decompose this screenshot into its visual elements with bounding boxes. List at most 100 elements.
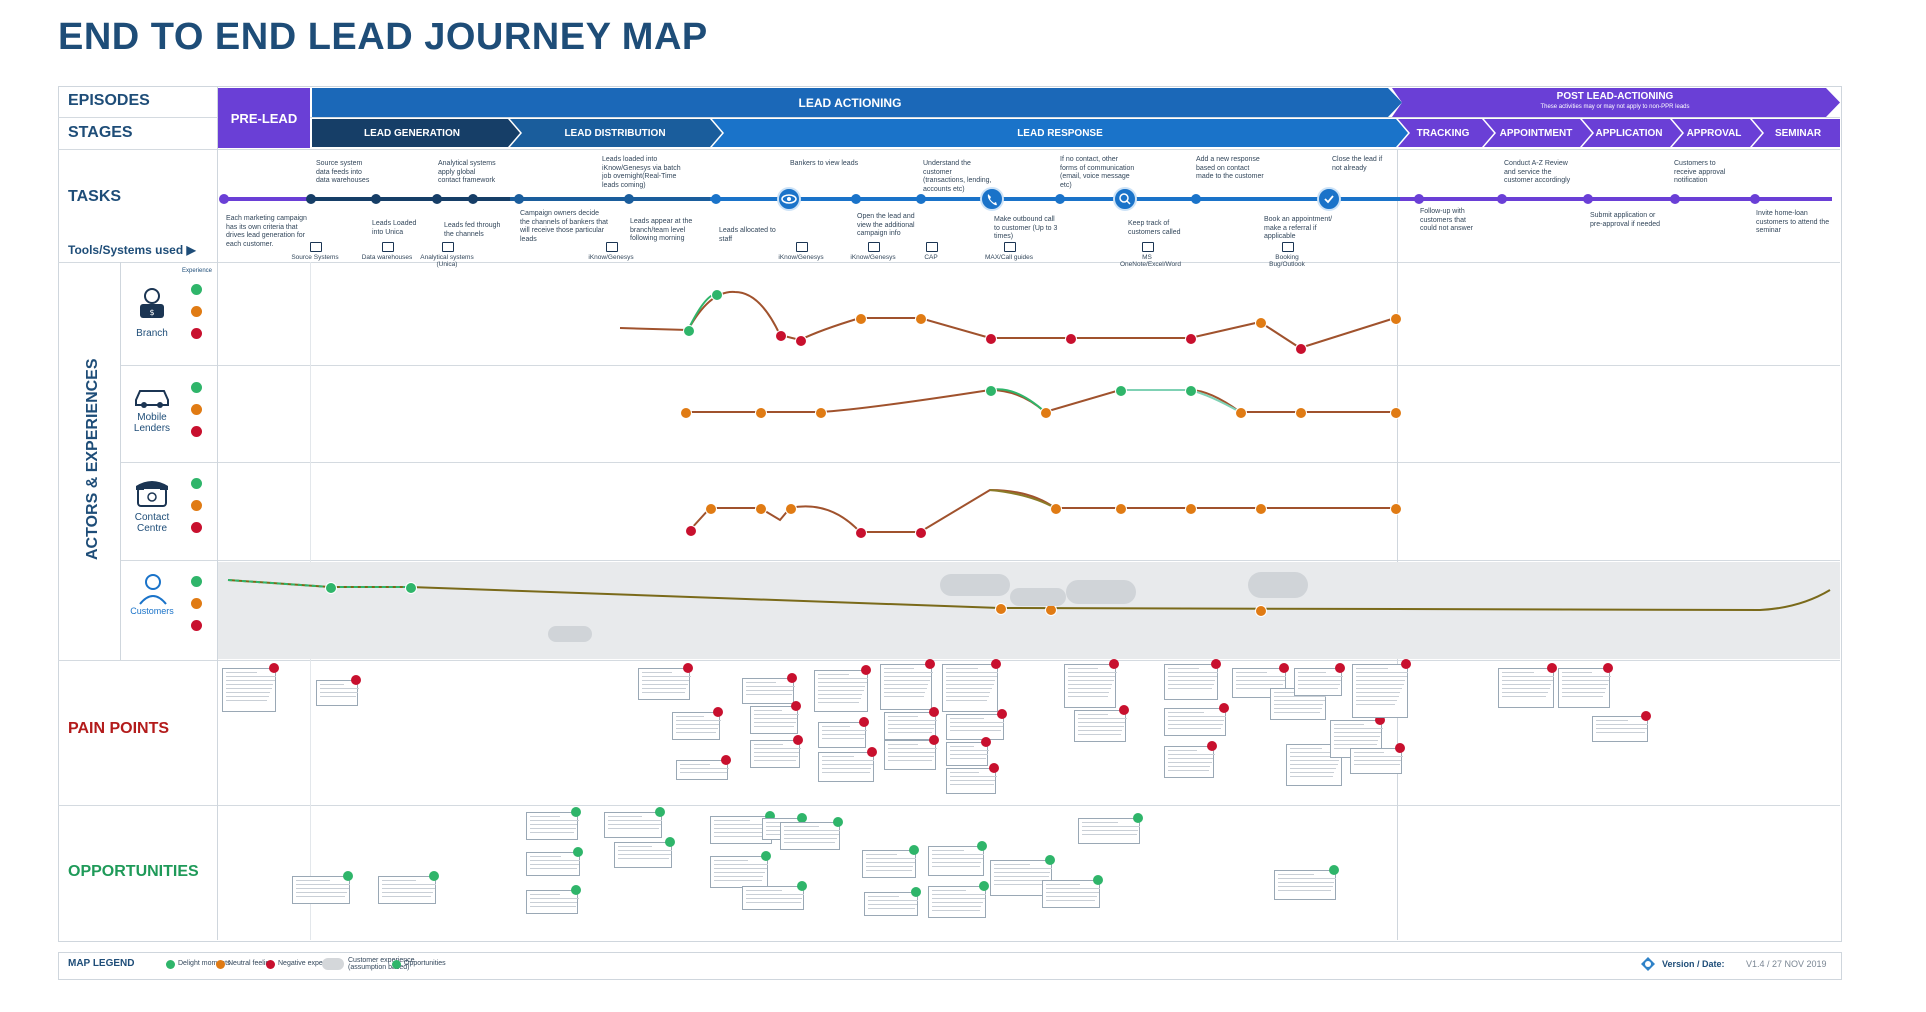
divider	[120, 462, 1840, 463]
pain-point-card	[1350, 748, 1403, 774]
delight-face-icon	[191, 576, 202, 587]
customer-experience-cloud	[1248, 572, 1308, 598]
experience-point	[705, 503, 717, 515]
computer-icon	[606, 242, 618, 252]
neutral-face-icon	[191, 404, 202, 415]
customer-experience-cloud	[940, 574, 1010, 596]
task-text: Keep track of customers called	[1128, 220, 1181, 236]
opportunity-badge	[1045, 855, 1055, 865]
cloud-icon	[322, 958, 344, 970]
pain-point-card	[750, 706, 799, 734]
experience-point	[1390, 503, 1402, 515]
opportunity-card	[928, 846, 985, 876]
stage-approval: APPROVAL	[1686, 127, 1742, 139]
opportunity-badge	[761, 851, 771, 861]
task-dot	[219, 194, 229, 204]
experience-point	[1390, 407, 1402, 419]
opportunity-card	[292, 876, 351, 904]
pain-point-badge	[1375, 715, 1385, 725]
opportunity-card	[990, 860, 1053, 896]
experience-label: Experience	[182, 268, 213, 274]
task-text: Make outbound call to customer (Up to 3 …	[994, 216, 1058, 240]
pain-point-badge	[991, 659, 1001, 669]
experience-point	[711, 289, 723, 301]
neutral-icon	[216, 960, 225, 969]
legend-delight: Delight moments	[178, 960, 231, 967]
actor-label-customers: Customers	[130, 606, 174, 616]
pain-point-badge	[989, 763, 999, 773]
opportunity-card	[1078, 818, 1141, 844]
row-label-tasks: TASKS	[68, 188, 122, 205]
legend-title: MAP LEGEND	[68, 958, 135, 969]
task-dot	[1583, 194, 1593, 204]
search-icon	[1113, 187, 1137, 211]
pain-point-card	[672, 712, 721, 740]
logo-icon	[1640, 956, 1656, 972]
task-dot	[306, 194, 316, 204]
pain-point-card	[1064, 664, 1117, 708]
opportunity-card	[604, 812, 663, 838]
pain-point-badge	[721, 755, 731, 765]
task-text: Each marketing campaign has its own crit…	[226, 215, 307, 248]
episode-post-lead-shape	[1392, 88, 1840, 117]
experience-point	[1185, 385, 1197, 397]
task-text: Leads appear at the branch/team level fo…	[630, 218, 693, 242]
computer-icon	[382, 242, 394, 252]
divider	[58, 262, 1840, 263]
pain-point-card	[946, 768, 997, 794]
opportunity-card	[526, 852, 581, 876]
experience-point	[985, 385, 997, 397]
experience-point	[1255, 605, 1267, 617]
stage-seminar: SEMINAR	[1774, 127, 1822, 139]
pain-point-card	[1592, 716, 1649, 742]
version-value: V1.4 / 27 NOV 2019	[1746, 959, 1827, 969]
opportunity-card	[526, 890, 579, 914]
pain-point-badge	[1119, 705, 1129, 715]
neutral-face-icon	[191, 500, 202, 511]
task-dot	[371, 194, 381, 204]
checkmark-icon	[1317, 187, 1341, 211]
experience-point	[1115, 503, 1127, 515]
computer-icon	[926, 242, 938, 252]
experience-point	[985, 333, 997, 345]
pain-point-badge	[1109, 659, 1119, 669]
stage-lead-generation: LEAD GENERATION	[364, 127, 460, 139]
opportunity-badge	[343, 871, 353, 881]
neutral-face-icon	[191, 306, 202, 317]
experience-point	[1115, 385, 1127, 397]
tool-label: MS OneNote/Excel/Word	[1120, 254, 1181, 268]
experience-point	[855, 313, 867, 325]
opportunity-card	[526, 812, 579, 840]
experience-point	[785, 503, 797, 515]
experience-point	[1295, 343, 1307, 355]
experience-point	[795, 335, 807, 347]
legend-negative: Negative experience	[278, 960, 342, 967]
episode-lead-actioning-shape	[312, 88, 1402, 117]
pain-point-card	[638, 668, 691, 700]
opportunity-badge	[665, 837, 675, 847]
task-text: Close the lead if not already	[1332, 156, 1383, 172]
pain-point-badge	[1207, 741, 1217, 751]
opportunity-badge	[833, 817, 843, 827]
task-text: Source system data feeds into data wareh…	[316, 160, 370, 184]
eye-icon	[777, 187, 801, 211]
opportunity-card	[780, 822, 841, 850]
experience-point	[915, 313, 927, 325]
pain-point-badge	[867, 747, 877, 757]
experience-point	[815, 407, 827, 419]
divider	[58, 805, 1840, 806]
stage-tracking: TRACKING	[1416, 127, 1470, 139]
map-legend-bar	[58, 952, 1842, 980]
opportunity-card	[862, 850, 917, 878]
opportunity-badge	[979, 881, 989, 891]
pain-point-badge	[1211, 659, 1221, 669]
journey-map-board	[58, 86, 1842, 942]
pain-point-card	[1498, 668, 1555, 708]
experience-point	[683, 325, 695, 337]
pain-point-card	[946, 714, 1005, 740]
task-text: Leads fed through the channels	[444, 222, 501, 238]
task-text: Open the lead and view the additional ca…	[857, 213, 915, 237]
stage-lead-distribution: LEAD DISTRIBUTION	[564, 127, 666, 139]
pain-point-badge	[929, 707, 939, 717]
task-dot	[1670, 194, 1680, 204]
